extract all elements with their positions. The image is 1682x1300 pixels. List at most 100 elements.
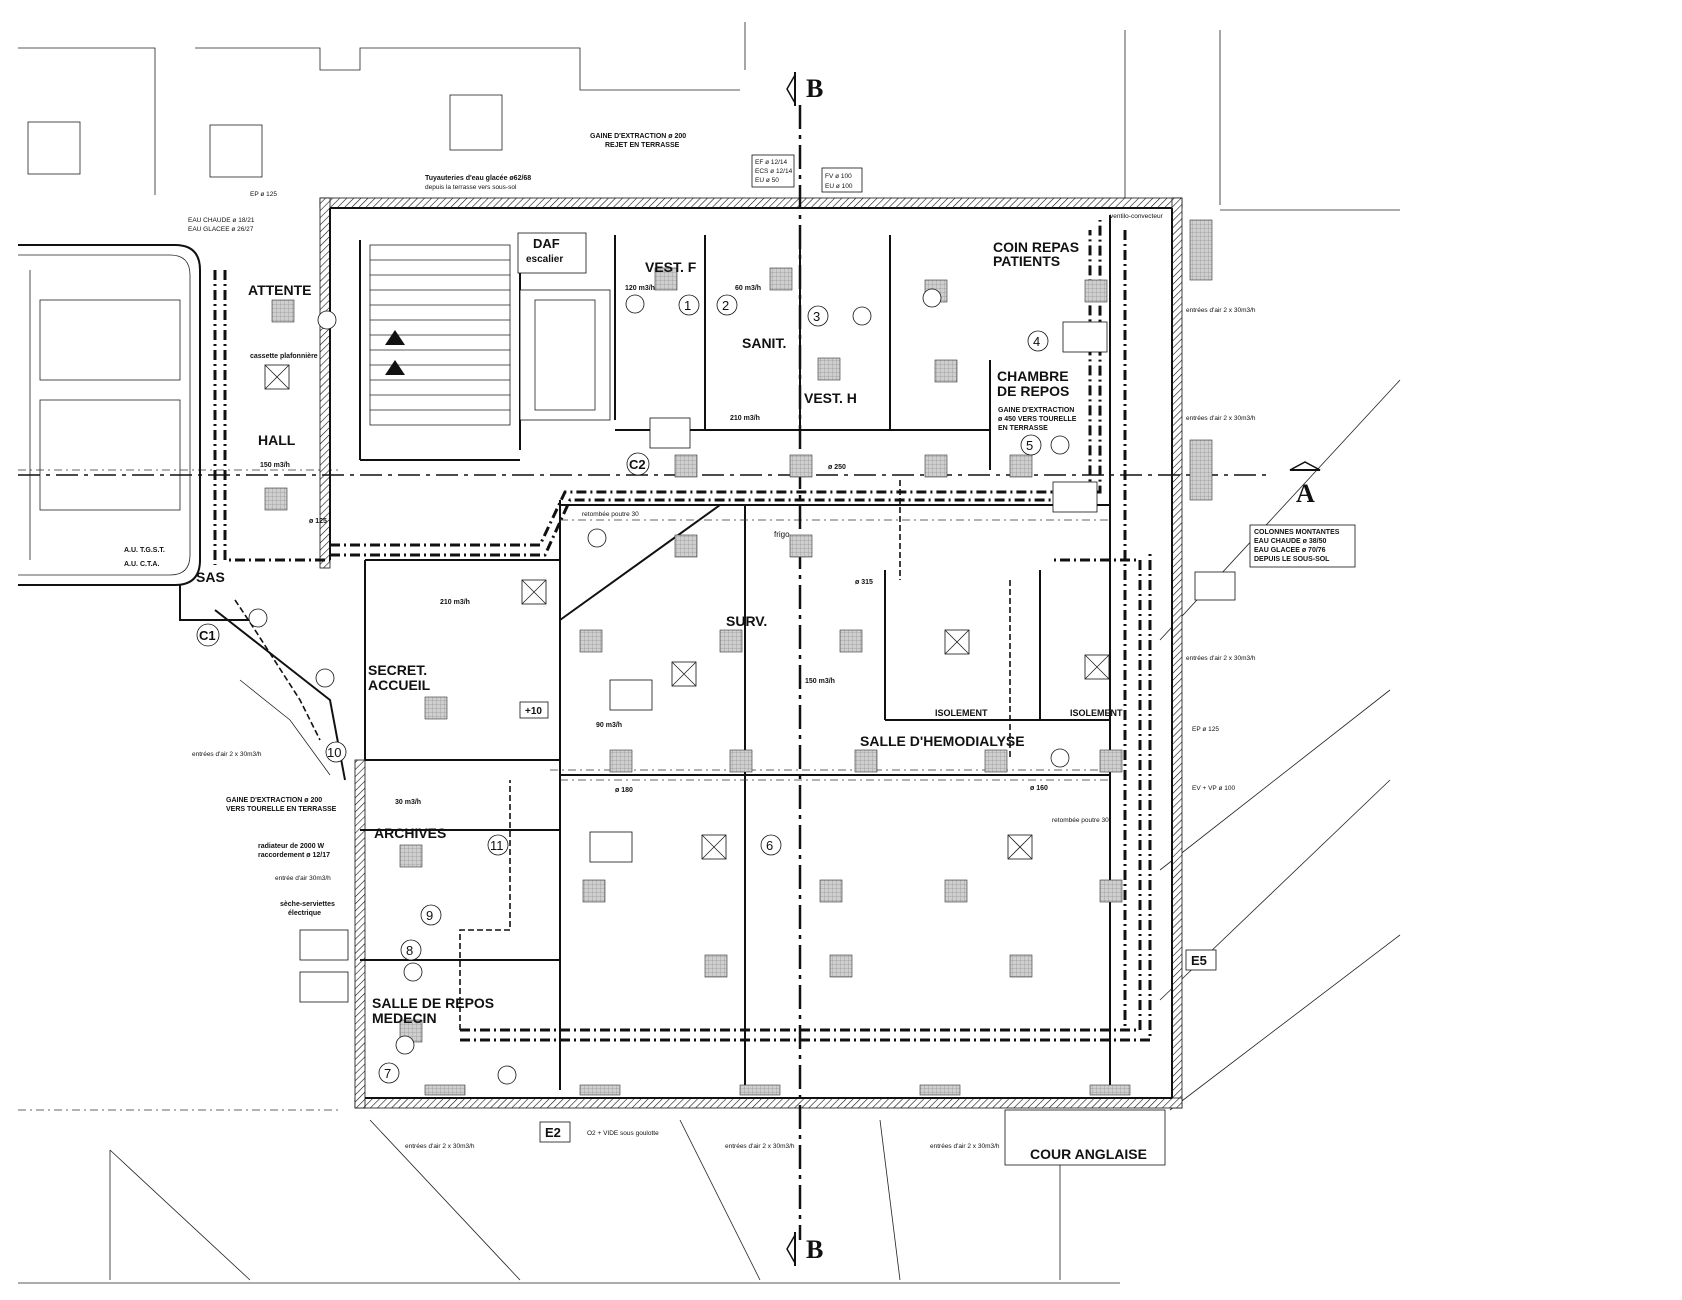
note: 90 m3/h (596, 722, 622, 729)
room-chambre: CHAMBRE (997, 368, 1069, 384)
note: GAINE D'EXTRACTION ø 200 (590, 133, 686, 140)
note: 60 m3/h (735, 285, 761, 292)
note: O2 + VIDE sous goulotte (587, 1130, 659, 1137)
cour-anglaise-box (1004, 1109, 1166, 1166)
circ-e5: E5 (1191, 953, 1207, 968)
note: entrées d'air 2 x 30m3/h (192, 751, 262, 758)
room-isolement-2: ISOLEMENT (1070, 708, 1123, 718)
note: 150 m3/h (260, 462, 290, 469)
room-sanit: SANIT. (742, 335, 786, 351)
section-line-b: B B (786, 72, 823, 1266)
room-number: 9 (426, 908, 433, 923)
note: EU ø 100 (825, 183, 853, 190)
room-patients: PATIENTS (993, 253, 1060, 269)
note: FV ø 100 (825, 173, 852, 180)
note: ventilo-convecteur (1110, 213, 1164, 220)
air-grilles (264, 219, 1213, 1043)
note: raccordement ø 12/17 (258, 852, 330, 859)
note: entrées d'air 2 x 30m3/h (1186, 307, 1256, 314)
circ-e2: E2 (545, 1125, 561, 1140)
room-vest-f: VEST. F (645, 259, 697, 275)
note: entrées d'air 2 x 30m3/h (405, 1143, 475, 1150)
staircase (369, 244, 511, 426)
annotations: GAINE D'EXTRACTION ø 200 REJET EN TERRAS… (124, 133, 1340, 1150)
room-salle-repos: SALLE DE REPOS (372, 995, 494, 1011)
note: entrées d'air 2 x 30m3/h (930, 1143, 1000, 1150)
note: A.U. T.G.S.T. (124, 547, 165, 554)
room-medecin: MEDECIN (372, 1010, 437, 1026)
section-a-label: A (1296, 479, 1315, 508)
room-archives: ARCHIVES (374, 825, 446, 841)
room-sas: SAS (196, 569, 225, 585)
room-labels: ATTENTE HALL SAS SECRET. ACCUEIL ARCHIVE… (196, 239, 1123, 1026)
note: EAU GLACEE ø 70/76 (1254, 547, 1326, 554)
circ-c2: C2 (629, 457, 646, 472)
spec-boxes (299, 321, 1236, 1003)
note: 210 m3/h (730, 415, 760, 422)
room-number: 4 (1033, 334, 1040, 349)
note: cassette plafonnière (250, 353, 318, 360)
note: REJET EN TERRASSE (605, 142, 680, 149)
room-hemodialyse: SALLE D'HEMODIALYSE (860, 733, 1025, 749)
note: ECS ø 12/14 (755, 168, 793, 175)
note: électrique (288, 910, 321, 917)
colonnes-box (1249, 524, 1356, 568)
elevator (519, 289, 611, 421)
daf-label: DAF (533, 236, 560, 251)
note: COLONNES MONTANTES (1254, 529, 1340, 536)
room-cour-anglaise: COUR ANGLAISE (1030, 1146, 1147, 1162)
room-number: 5 (1026, 438, 1033, 453)
note: 210 m3/h (440, 599, 470, 606)
building-walls (179, 197, 1183, 1109)
note: +10 (525, 706, 542, 717)
note: entrées d'air 2 x 30m3/h (1186, 415, 1256, 422)
room-number: 11 (490, 838, 504, 853)
room-number: 3 (813, 309, 820, 324)
note: entrées d'air 2 x 30m3/h (725, 1143, 795, 1150)
room-number: 8 (406, 943, 413, 958)
room-attente: ATTENTE (248, 282, 312, 298)
diffuser-markers (248, 288, 1070, 1085)
note: ø 315 (855, 579, 873, 586)
room-number: 6 (766, 838, 773, 853)
note: radiateur de 2000 W (258, 843, 325, 850)
room-de-repos: DE REPOS (997, 383, 1069, 399)
note: entrées d'air 2 x 30m3/h (1186, 655, 1256, 662)
note: EAU CHAUDE ø 18/21 (188, 217, 255, 224)
room-frigo: frigo (774, 530, 790, 539)
room-surv: SURV. (726, 613, 767, 629)
room-vest-h: VEST. H (804, 390, 857, 406)
note: GAINE D'EXTRACTION ø 200 (226, 797, 322, 804)
note: DEPUIS LE SOUS-SOL (1254, 556, 1330, 563)
note: 30 m3/h (395, 799, 421, 806)
circ-c1: C1 (199, 628, 216, 643)
section-b-top-label: B (806, 74, 823, 103)
room-accueil: ACCUEIL (368, 677, 431, 693)
cassette-units (264, 364, 1110, 860)
room-number: 10 (327, 745, 341, 760)
note: VERS TOURELLE EN TERRASSE (226, 806, 337, 813)
ramp-area (18, 244, 201, 586)
note: ø 450 VERS TOURELLE (998, 416, 1077, 423)
note: EU ø 50 (755, 177, 779, 184)
note: EN TERRASSE (998, 425, 1048, 432)
note: 150 m3/h (805, 678, 835, 685)
room-hall: HALL (258, 432, 296, 448)
room-number: 1 (684, 298, 691, 313)
note: EAU CHAUDE ø 38/50 (1254, 538, 1326, 545)
note: entrée d'air 30m3/h (275, 875, 331, 882)
note: retombée poutre 30 (582, 511, 639, 518)
note: GAINE D'EXTRACTION (998, 407, 1074, 414)
note: depuis la terrasse vers sous-sol (425, 184, 517, 191)
room-number-markers: 1 2 3 4 5 6 7 8 9 10 11 (325, 294, 1049, 1084)
note: ø 250 (828, 464, 846, 471)
note: A.U. C.T.A. (124, 561, 159, 568)
circulation-labels: C1 C2 E2 E5 (196, 452, 1217, 1143)
note: retombée poutre 30 (1052, 817, 1109, 824)
note: sèche-serviettes (280, 901, 335, 908)
room-number: 7 (384, 1066, 391, 1081)
room-coin-repas: COIN REPAS (993, 239, 1079, 255)
note: EAU GLACEE ø 26/27 (188, 226, 254, 233)
room-isolement-1: ISOLEMENT (935, 708, 988, 718)
